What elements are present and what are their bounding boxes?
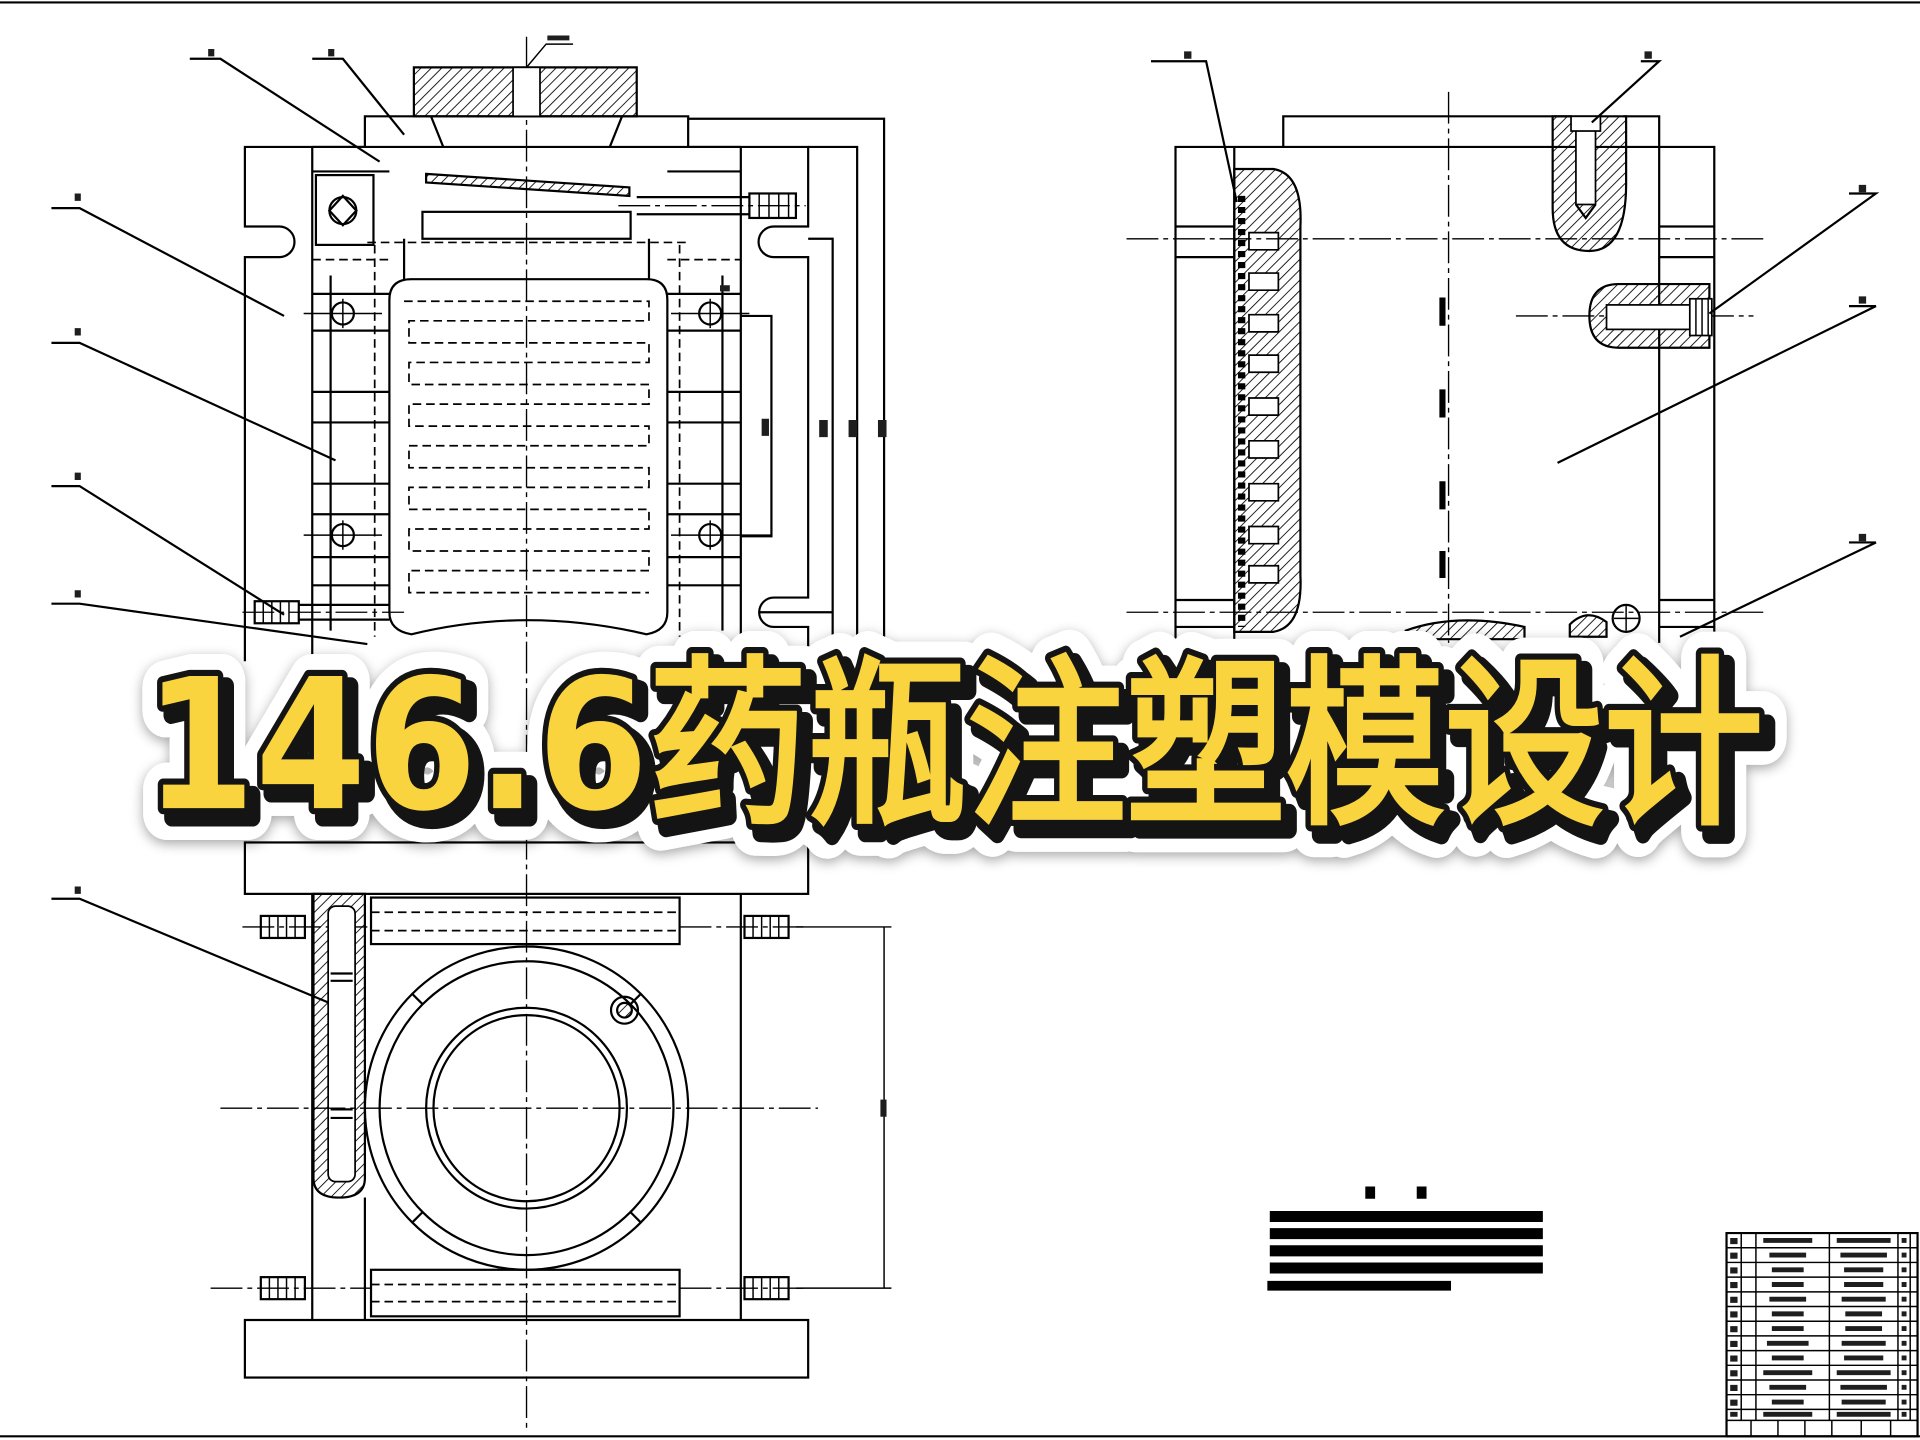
- front-view-leader-lines: [51, 57, 405, 1008]
- locating-screw-circle: [328, 196, 358, 226]
- stepped-dimension-lines: [688, 117, 886, 662]
- right-slide-grid: [667, 275, 741, 631]
- title-block-grid: [1726, 1233, 1918, 1437]
- technical-notes-block: [1267, 1186, 1543, 1291]
- bottom-screw-circle: [1611, 603, 1641, 633]
- plan-dimension-text-mark: [880, 1099, 887, 1117]
- core-neck-lines: [402, 238, 651, 280]
- left-slide-grid: [312, 275, 390, 631]
- dimension-text-marks: [720, 285, 887, 438]
- guide-rail-top: [369, 896, 681, 946]
- locating-block: [314, 174, 375, 246]
- title-text: 146.6药瓶注塑模设计: [144, 640, 1763, 851]
- locating-screw-diamond: [327, 194, 358, 227]
- slide-hidden-edges: [373, 244, 681, 637]
- title-overlay: 146.6药瓶注塑模设计 146.6药瓶注塑模设计 146.6药瓶注塑模设计: [121, 618, 1794, 883]
- ejector-pin-circle: [609, 995, 640, 1025]
- side-section-view: [1126, 51, 1880, 643]
- side-pin-shank: [1605, 304, 1694, 331]
- core-plate: [421, 210, 632, 240]
- notes-text-bars: [1267, 1211, 1543, 1291]
- bolt-hole-crosshairs: [303, 298, 772, 550]
- ejector-pin-core: [616, 1001, 633, 1019]
- plan-side-edges: [311, 893, 742, 1320]
- plan-guide-pin-threads: [330, 972, 353, 1120]
- plan-bottom-plate: [243, 1318, 810, 1379]
- bottom-insert-left: [1404, 619, 1526, 641]
- plan-guide-pin: [327, 905, 356, 1183]
- bottom-screw-cross: [1613, 606, 1639, 631]
- sprue-taper-lines: [429, 115, 624, 148]
- slanted-insert: [425, 172, 631, 198]
- sprue-channel: [512, 66, 541, 118]
- title-block-border: [1725, 1231, 1919, 1438]
- top-plan-view: [210, 841, 892, 1379]
- tie-bolt-shank-left: [298, 603, 390, 621]
- plan-bolt-centerlines: [210, 926, 804, 1289]
- plan-top-plate: [243, 841, 810, 895]
- side-plate-splits: [1175, 225, 1715, 629]
- flange-tick-marks: [411, 993, 642, 1223]
- side-view-leader-lines: [1151, 60, 1880, 638]
- mold-plate-outline: [243, 145, 810, 662]
- title-block-text-marks: [1730, 1237, 1907, 1417]
- hidden-horizontal-lines: [312, 241, 741, 261]
- side-plate-outline: [1174, 115, 1716, 643]
- top-screw-tip: [1575, 203, 1597, 220]
- bottle-cavity-outline: [388, 278, 669, 636]
- title-halo: 146.6药瓶注塑模设计: [148, 645, 1767, 856]
- plate-inner-edges: [311, 145, 742, 662]
- title-block-table: [1725, 1231, 1919, 1438]
- guide-rail-bottom-hidden: [371, 1283, 680, 1303]
- guide-rail-bottom: [369, 1268, 681, 1318]
- tie-bolt-shank-right: [636, 196, 750, 216]
- side-pin-head-lines: [1695, 298, 1709, 336]
- sprue-leader-line: [525, 43, 574, 68]
- thread-teeth: [1248, 231, 1280, 584]
- front-section-view: [51, 35, 887, 1008]
- notes-heading-marks: [1365, 1186, 1427, 1199]
- title-shadow: 146.6药瓶注塑模设计: [153, 650, 1772, 861]
- bottom-insert-right: [1568, 614, 1608, 638]
- guide-rail-top-hidden: [371, 911, 680, 932]
